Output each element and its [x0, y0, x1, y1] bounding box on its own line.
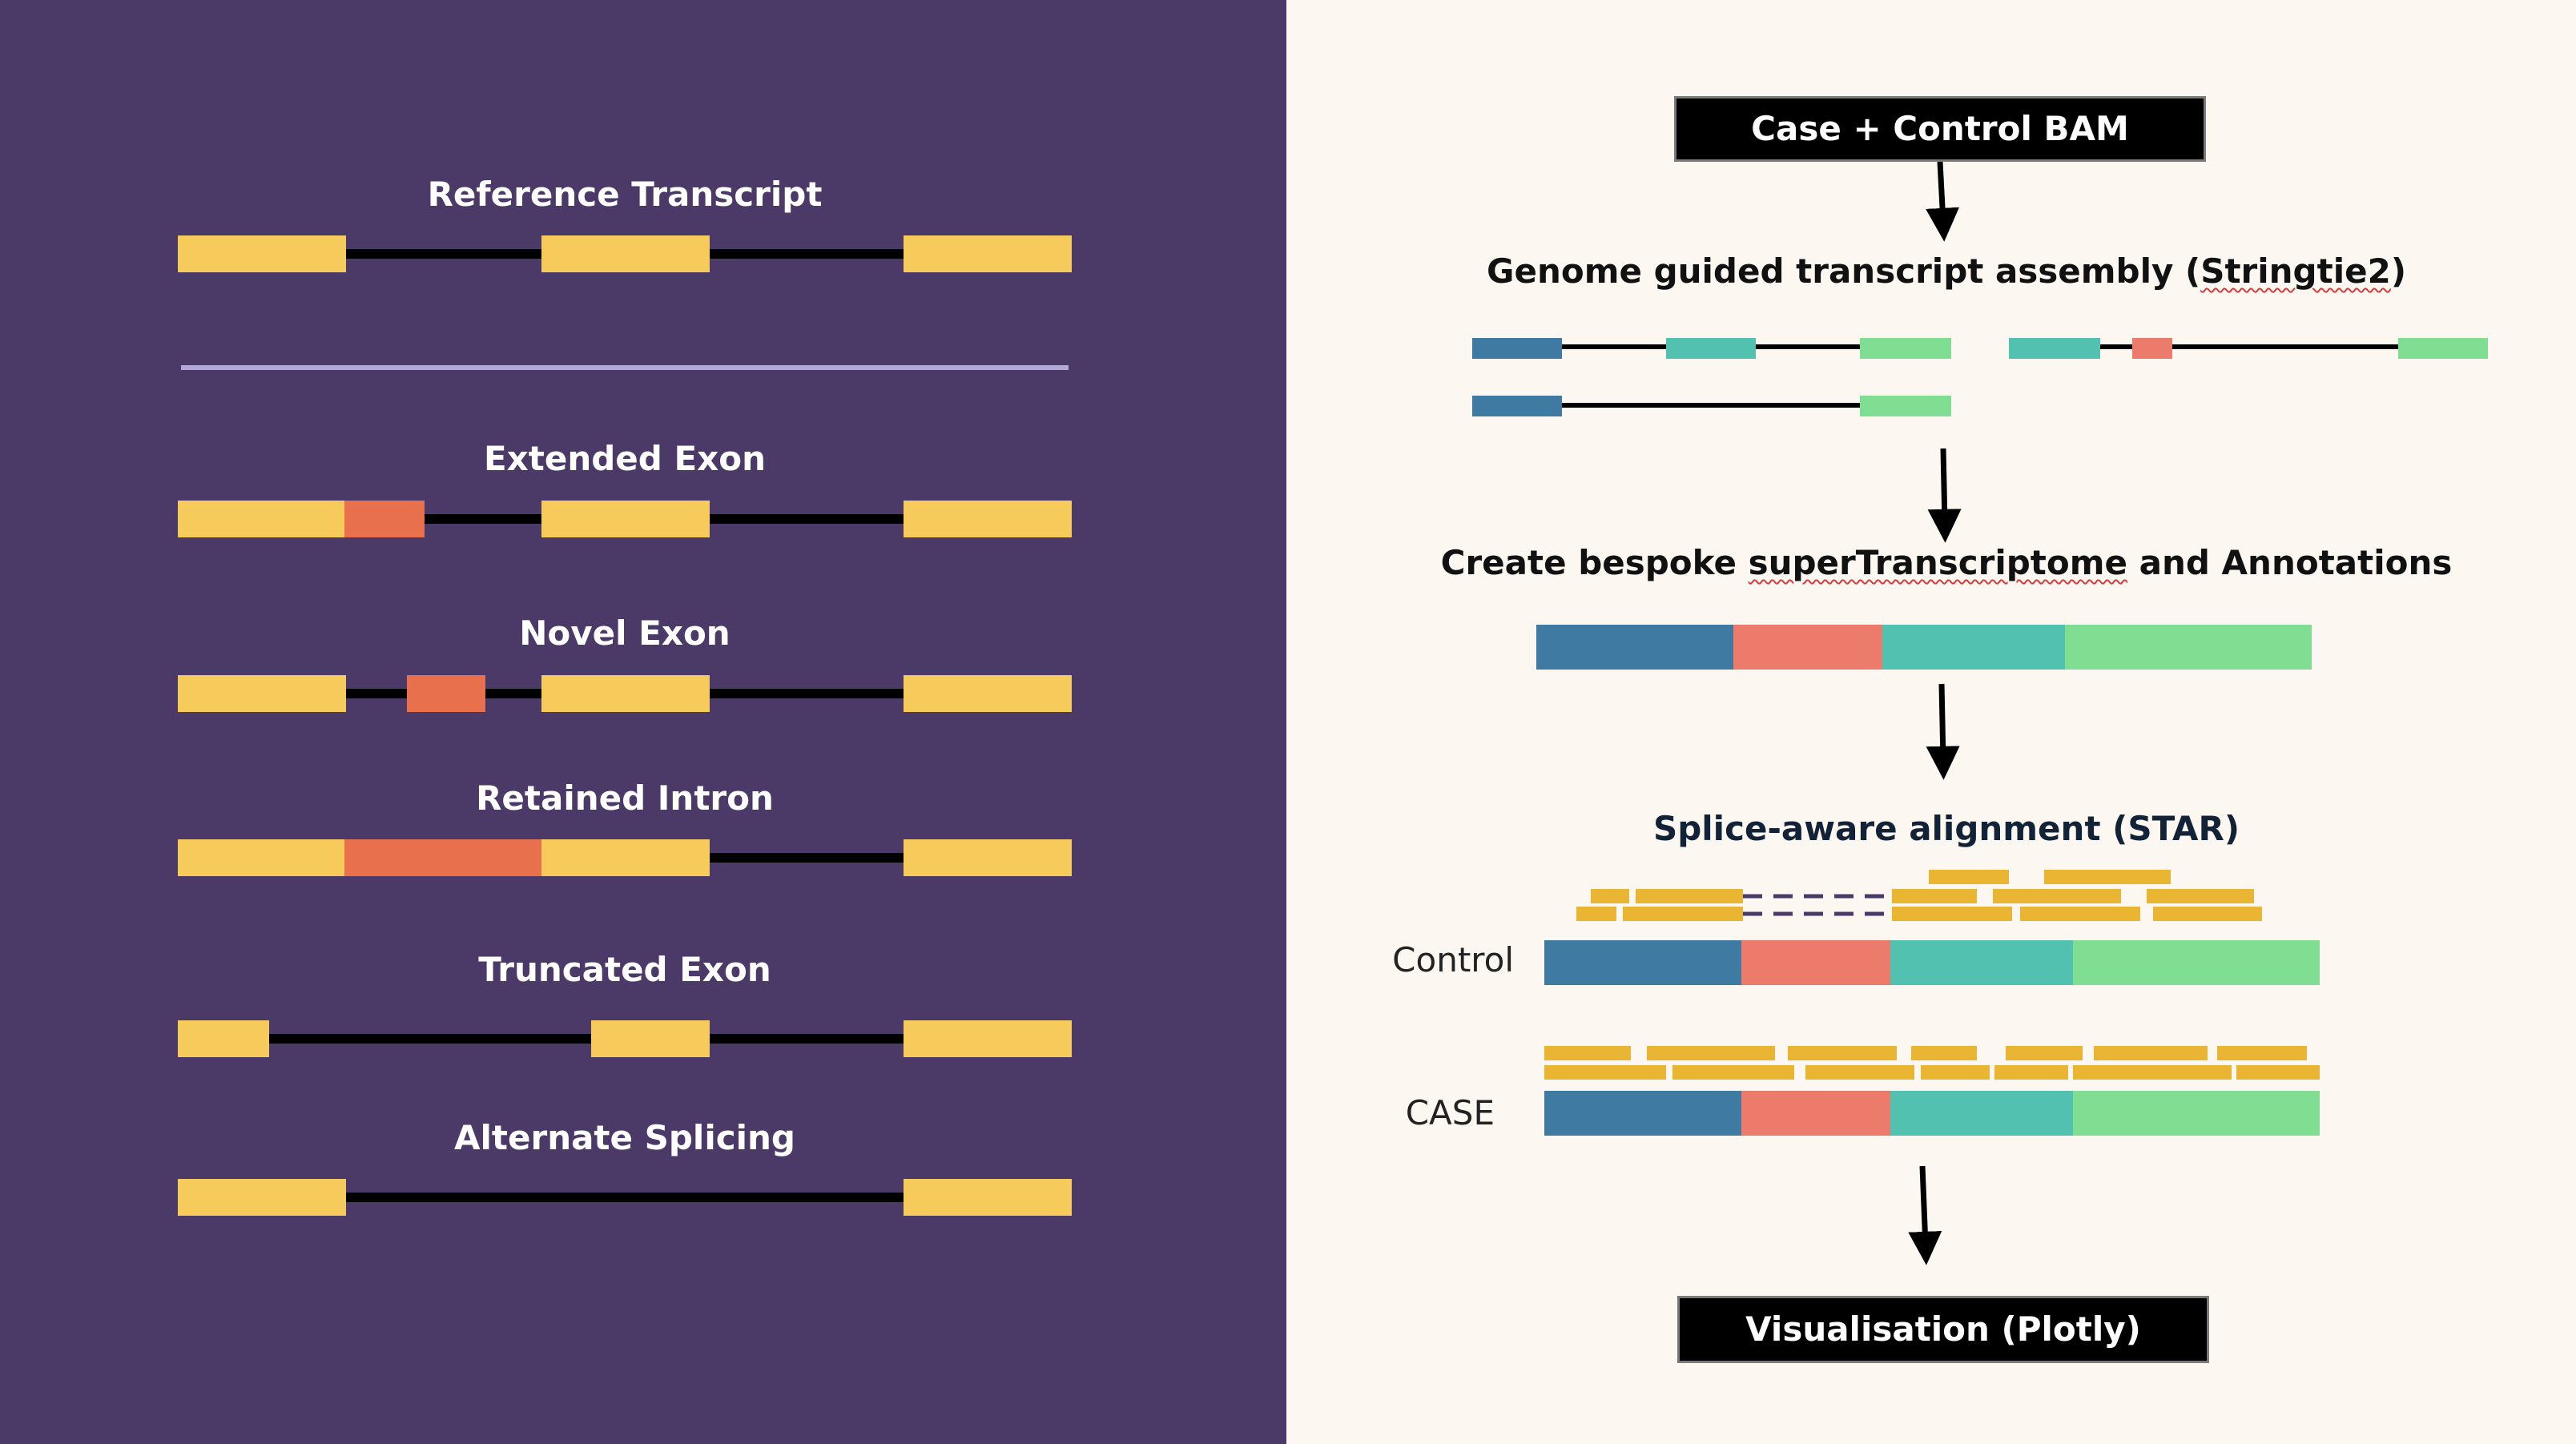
- exon-1: [178, 675, 346, 712]
- alternate-splicing-title: Alternate Splicing: [454, 1118, 795, 1157]
- exon-3: [904, 675, 1072, 712]
- exon-1: [178, 1179, 346, 1216]
- arrow-down-icon: [1927, 448, 1962, 543]
- segment-blue: [1544, 1091, 1741, 1136]
- read: [1929, 870, 2009, 884]
- read: [1636, 889, 1743, 903]
- exon-3: [904, 235, 1072, 272]
- segment-green: [1860, 396, 1951, 416]
- retained-intron-region: [344, 839, 543, 876]
- read: [1591, 889, 1629, 903]
- read: [2020, 907, 2140, 921]
- read: [1921, 1065, 1990, 1080]
- exon-1-truncated: [178, 1020, 269, 1057]
- segment-teal: [2009, 338, 2100, 359]
- read: [1892, 889, 1977, 903]
- read: [1544, 1065, 1666, 1080]
- novel-exon: [407, 675, 485, 712]
- segment-green: [1860, 338, 1951, 359]
- control-label: Control: [1392, 940, 1514, 979]
- assembly-step-title: Genome guided transcript assembly (Strin…: [1362, 251, 2531, 292]
- read: [2236, 1065, 2320, 1080]
- truncated-exon-title: Truncated Exon: [478, 950, 771, 989]
- read: [1994, 1065, 2068, 1080]
- exon-2-truncated: [591, 1020, 710, 1057]
- arrow-down-icon: [1926, 161, 1960, 242]
- extension-region: [344, 501, 425, 537]
- junction-dashes: [1743, 894, 1892, 916]
- exon-1: [178, 839, 346, 876]
- tool-name: Stringtie2: [2200, 251, 2391, 291]
- intron-line: [268, 1034, 905, 1044]
- exon-2: [541, 675, 710, 712]
- exon-2: [541, 501, 710, 537]
- read: [2073, 1065, 2232, 1080]
- extended-exon-title: Extended Exon: [483, 439, 767, 478]
- exon-3: [904, 1020, 1072, 1057]
- exon-1: [178, 235, 346, 272]
- reference-transcript-title: Reference Transcript: [427, 175, 823, 214]
- read: [1544, 1046, 1631, 1060]
- exon-1: [178, 501, 346, 537]
- exon-3: [904, 839, 1072, 876]
- segment-green: [2398, 338, 2488, 359]
- read: [2147, 889, 2254, 903]
- read: [2006, 1046, 2083, 1060]
- segment-teal: [1666, 338, 1756, 359]
- segment-green: [2065, 625, 2312, 670]
- case-label: CASE: [1405, 1093, 1495, 1132]
- arrow-down-icon: [1908, 1165, 1942, 1265]
- splicing-event-panel: Reference Transcript Extended Exon Novel…: [0, 0, 1286, 1444]
- read: [2044, 870, 2171, 884]
- segment-blue: [1472, 338, 1562, 359]
- arrow-down-icon: [1926, 683, 1960, 780]
- read: [1993, 889, 2121, 903]
- read: [1576, 907, 1616, 921]
- read: [2217, 1046, 2307, 1060]
- visualisation-output-box: Visualisation (Plotly): [1677, 1296, 2209, 1363]
- intron-line: [344, 1193, 905, 1202]
- segment-green: [2073, 1091, 2320, 1136]
- segment-salmon: [2132, 338, 2172, 359]
- tool-name: superTranscriptome: [1748, 543, 2127, 582]
- read: [1647, 1046, 1775, 1060]
- exon-2: [541, 839, 710, 876]
- input-bam-box: Case + Control BAM: [1674, 96, 2206, 162]
- title-text: ): [2390, 251, 2407, 291]
- segment-teal: [1890, 1091, 2073, 1136]
- segment-blue: [1536, 625, 1733, 670]
- read: [1672, 1065, 1794, 1080]
- segment-green: [2073, 940, 2320, 985]
- title-text: and Annotations: [2127, 543, 2453, 582]
- intron-line: [708, 853, 905, 863]
- exon-3: [904, 501, 1072, 537]
- exon-3: [904, 1179, 1072, 1216]
- read: [1911, 1046, 1977, 1060]
- exon-2: [541, 235, 710, 272]
- segment-salmon: [1741, 940, 1890, 985]
- segment-teal: [1882, 625, 2065, 670]
- segment-salmon: [1733, 625, 1882, 670]
- intron-line: [2099, 344, 2401, 349]
- segment-blue: [1472, 396, 1562, 416]
- segment-blue: [1544, 940, 1741, 985]
- read: [2153, 907, 2262, 921]
- alignment-step-title: Splice-aware alignment (STAR): [1652, 809, 2240, 848]
- read: [1623, 907, 1743, 921]
- supertranscriptome-step-title: Create bespoke superTranscriptome and An…: [1362, 543, 2531, 583]
- segment-teal: [1890, 940, 2073, 985]
- section-divider: [181, 365, 1069, 370]
- segment-salmon: [1741, 1091, 1890, 1136]
- read: [1788, 1046, 1897, 1060]
- retained-intron-title: Retained Intron: [476, 778, 774, 818]
- read: [1805, 1065, 1914, 1080]
- intron-line: [1560, 403, 1862, 408]
- title-text: Genome guided transcript assembly (: [1486, 251, 2201, 291]
- read: [1892, 907, 2012, 921]
- title-text: Create bespoke: [1440, 543, 1749, 582]
- novel-exon-title: Novel Exon: [519, 613, 731, 653]
- read: [2094, 1046, 2208, 1060]
